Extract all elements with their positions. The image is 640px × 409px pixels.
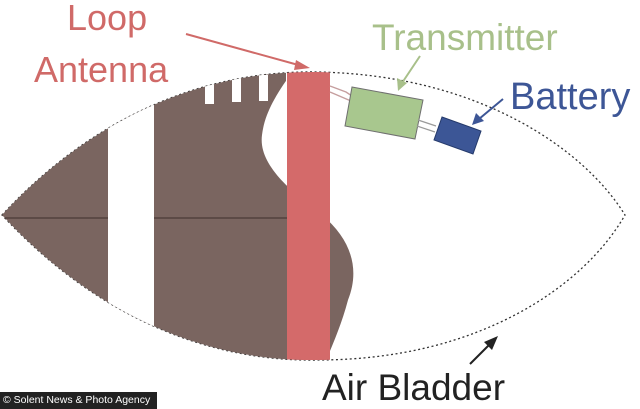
air-bladder-label: Air Bladder <box>322 367 506 408</box>
air-bladder-arrow <box>469 342 492 365</box>
transmitter-arrow <box>401 55 421 84</box>
antenna-wires <box>329 85 353 102</box>
photo-credit: © Solent News & Photo Agency <box>0 392 158 409</box>
label-arrows <box>185 33 504 365</box>
transmitter-label: Transmitter <box>372 17 558 58</box>
battery-label: Battery <box>510 76 631 118</box>
loop-antenna-label-line2: Antenna <box>34 49 169 90</box>
antenna-arrow <box>185 33 303 67</box>
battery-wires <box>416 119 437 133</box>
loop-antenna-label-line1: Loop <box>67 0 148 38</box>
transmitter-box <box>344 86 424 140</box>
battery-arrow <box>478 98 504 120</box>
white-stripe <box>108 98 154 332</box>
battery-box <box>433 116 482 155</box>
loop-antenna <box>287 71 330 361</box>
